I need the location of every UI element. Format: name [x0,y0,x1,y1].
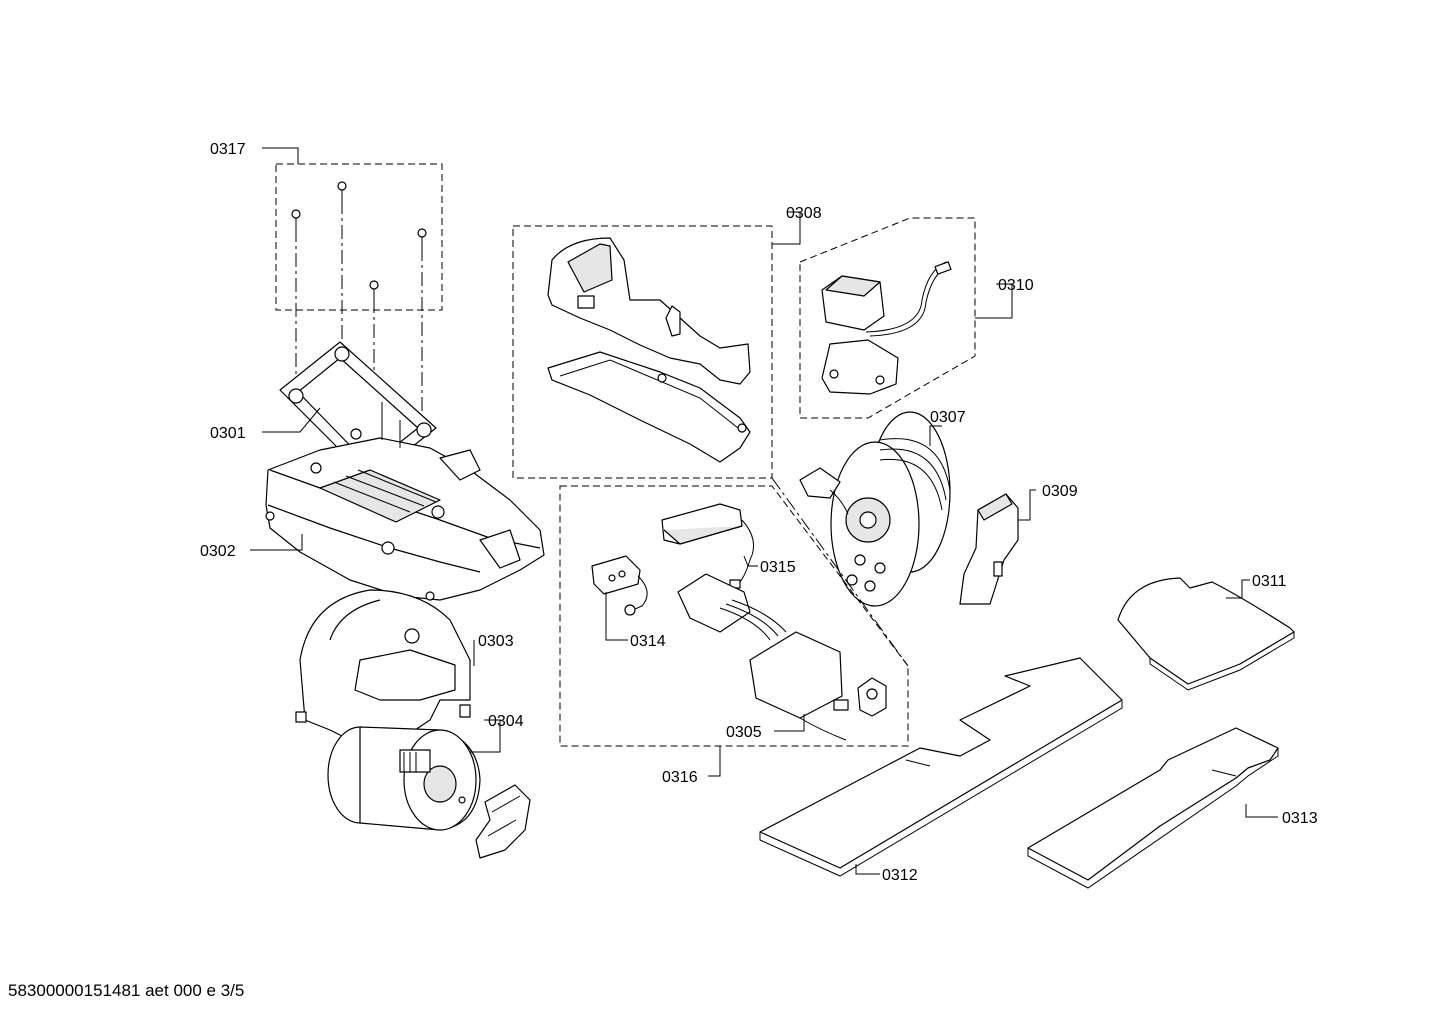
callout-0302: 0302 [200,543,236,560]
callout-0311: 0311 [1252,573,1287,590]
callout-0313: 0313 [1282,810,1318,827]
callout-0303: 0303 [478,633,514,650]
part-0307-cable-reel [799,411,951,607]
callout-0308: 0308 [786,205,822,222]
screw-1 [291,209,301,228]
group-box-0316 [559,485,909,747]
motor-bracket [475,784,531,859]
callout-0314: 0314 [630,633,666,650]
part-0309-bracket [959,493,1019,605]
group-0316-electronics [559,477,909,747]
callout-0312: 0312 [882,867,918,884]
callout-0309: 0309 [1042,483,1078,500]
part-0312-foam-strip [759,657,1123,877]
part-0303-motor-cover [295,589,471,746]
callout-0307: 0307 [930,409,966,426]
part-0315-switch [661,503,755,589]
part-0313-foam-strip [1027,727,1279,889]
group-0308-duct [512,225,773,479]
group-0317-screws [275,163,443,470]
screw-3 [369,280,379,299]
callout-0315: 0315 [760,559,796,576]
callout-0310: 0310 [998,277,1034,294]
group-0310-transformer [799,217,976,419]
part-0304-motor [327,726,481,831]
part-0302-housing [265,402,545,601]
part-0305-pcb [677,573,887,741]
part-0314-connector [591,555,648,616]
callout-0301: 0301 [210,425,246,442]
part-0311-filter-pad [1117,577,1295,691]
callout-labels: 0317 0301 0302 0303 0304 0305 0307 0308 … [200,141,1318,884]
leader-lines [250,147,1278,875]
document-id-footer: 58300000151481 aet 000 e 3/5 [8,981,245,1000]
callout-0316: 0316 [662,769,698,786]
group-box-0310 [799,217,976,419]
screw-2 [337,181,347,200]
callout-0305: 0305 [726,724,762,741]
callout-0304: 0304 [488,713,524,730]
callout-0317: 0317 [210,141,246,158]
group-box-0317 [275,163,443,311]
screw-4 [417,228,427,247]
group-box-0308 [512,225,773,479]
